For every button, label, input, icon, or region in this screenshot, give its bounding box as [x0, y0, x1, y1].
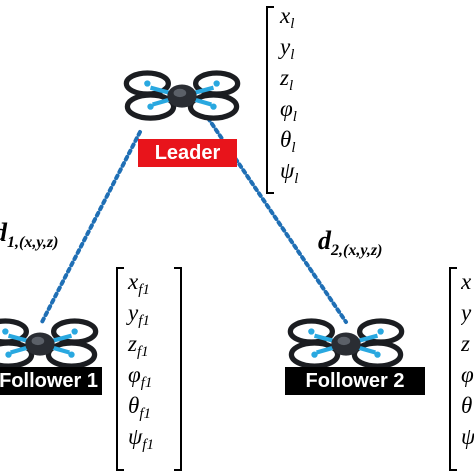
- link-leader-follower1: [40, 130, 142, 324]
- follower1-state-component: xf1: [128, 269, 150, 298]
- leader-state-component: ψl: [280, 158, 299, 187]
- follower1-state-component: ψf1: [128, 424, 154, 453]
- follower2-state-component: x: [461, 269, 472, 294]
- leader-state-component: zl: [280, 65, 294, 94]
- follower1-state-component: yf1: [128, 300, 150, 329]
- leader-vector-bracket-left: [266, 6, 274, 194]
- follower1-drone-icon: [0, 321, 96, 366]
- follower1-vector-bracket-left: [116, 267, 124, 471]
- leader-state-component: yl: [280, 34, 295, 63]
- leader-state-component: θl: [280, 127, 296, 156]
- follower2-state-component: z: [461, 331, 470, 356]
- follower2-state-component: ψ: [461, 424, 474, 449]
- follower1-label: Follower 1: [0, 367, 102, 395]
- leader-state-component: φl: [280, 96, 297, 125]
- follower2-drone-icon: [290, 321, 401, 366]
- follower2-state-component: θ: [461, 393, 473, 418]
- leader-label: Leader: [138, 139, 237, 167]
- leader-drone-icon: [126, 73, 237, 118]
- follower2-label: Follower 2: [285, 367, 425, 395]
- distance-d2: d2,(x,y,z): [318, 226, 383, 259]
- distance-d1: d1,(x,y,z): [0, 218, 59, 251]
- follower2-state-component: y: [461, 300, 472, 325]
- follower1-state-component: zf1: [128, 331, 149, 360]
- follower2-state-component: φ: [461, 362, 474, 387]
- follower1-state-component: φf1: [128, 362, 153, 391]
- follower1-vector-bracket-right: [174, 267, 182, 471]
- follower2-vector-bracket-left: [449, 267, 457, 471]
- follower1-state-component: θf1: [128, 393, 151, 422]
- leader-state-component: xl: [280, 3, 295, 32]
